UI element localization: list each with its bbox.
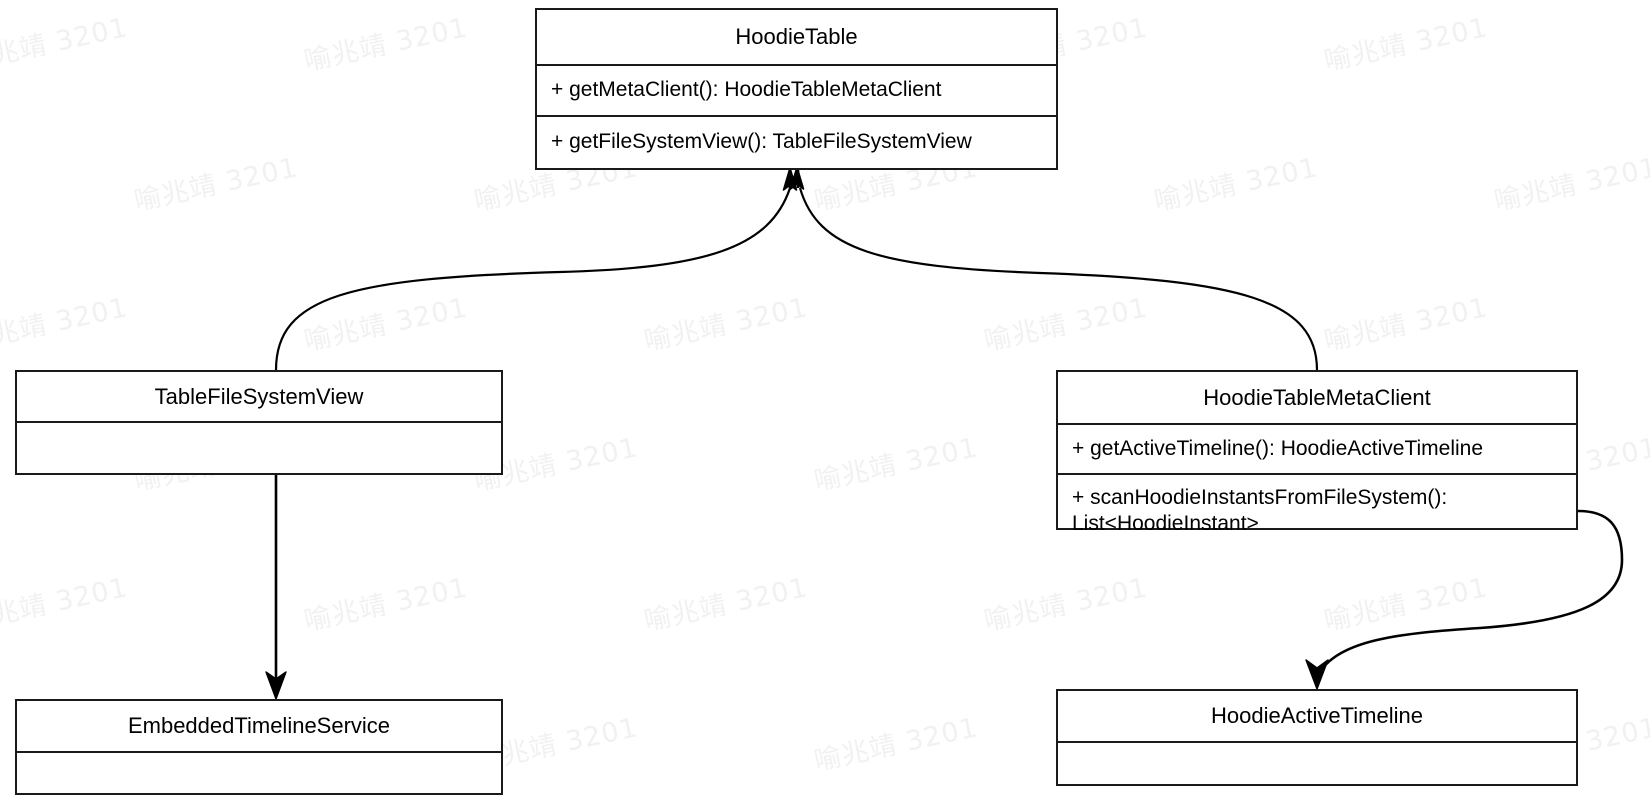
class-box-embedded-timeline-service[interactable]: EmbeddedTimelineService xyxy=(15,699,503,795)
class-method-hoodie-table-1: + getFileSystemView(): TableFileSystemVi… xyxy=(551,130,972,154)
edge-hoodietablemetaclient-to-hoodietable xyxy=(789,166,1319,371)
class-method-hoodie-table-meta-client-1: + scanHoodieInstantsFromFileSystem(): Li… xyxy=(1072,486,1448,536)
class-box-hoodie-table[interactable]: HoodieTable + getMetaClient(): HoodieTab… xyxy=(535,8,1058,170)
class-box-hoodie-active-timeline[interactable]: HoodieActiveTimeline xyxy=(1056,689,1578,786)
class-methods-embedded-timeline-service xyxy=(17,753,501,793)
class-name-hoodie-table: HoodieTable xyxy=(537,10,1056,66)
class-name-embedded-timeline-service: EmbeddedTimelineService xyxy=(17,701,501,753)
class-method-hoodie-table-0: + getMetaClient(): HoodieTableMetaClient xyxy=(537,66,1056,117)
class-methods-table-file-system-view xyxy=(17,423,501,473)
class-box-table-file-system-view[interactable]: TableFileSystemView xyxy=(15,370,503,475)
class-name-hoodie-table-meta-client: HoodieTableMetaClient xyxy=(1058,372,1576,425)
class-methods-hoodie-active-timeline xyxy=(1058,743,1576,784)
class-box-hoodie-table-meta-client[interactable]: HoodieTableMetaClient + getActiveTimelin… xyxy=(1056,370,1578,536)
edge-tablefilesystemview-to-hoodietable xyxy=(274,167,798,371)
edge-tablefilesystemview-to-embeddedtimelineservice xyxy=(265,475,287,700)
class-name-hoodie-active-timeline: HoodieActiveTimeline xyxy=(1058,691,1576,743)
class-name-table-file-system-view: TableFileSystemView xyxy=(17,372,501,423)
class-method-hoodie-table-meta-client-0: + getActiveTimeline(): HoodieActiveTimel… xyxy=(1058,425,1576,475)
edge-hoodietablemetaclient-to-hoodieactivetimeline xyxy=(1305,509,1624,690)
